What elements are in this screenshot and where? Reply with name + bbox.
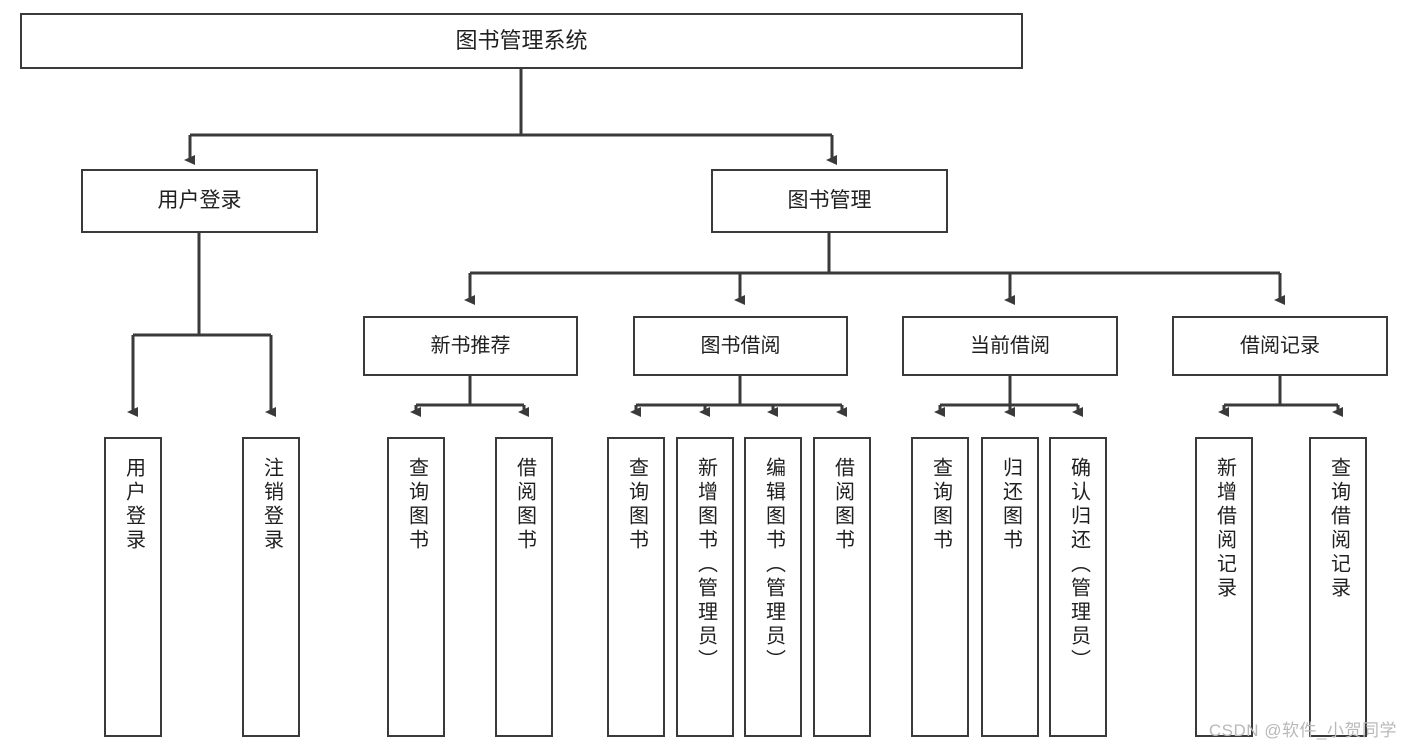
node-label: 新书推荐	[430, 334, 511, 357]
leaf-user-login-login[interactable]: 用户登录	[104, 437, 162, 737]
node-label: 当前借阅	[970, 334, 1050, 357]
leaf-book-borrow-edit-book-admin[interactable]: 编辑图书（管理员）	[744, 437, 802, 737]
node-book-management[interactable]: 图书管理	[711, 169, 948, 233]
leaf-book-borrow-borrow-book[interactable]: 借阅图书	[813, 437, 871, 737]
node-label: 注销登录	[260, 457, 283, 553]
node-current-borrow[interactable]: 当前借阅	[902, 316, 1118, 376]
node-label: 新增借阅记录	[1213, 457, 1236, 601]
node-book-borrow[interactable]: 图书借阅	[633, 316, 848, 376]
leaf-borrow-record-query-record[interactable]: 查询借阅记录	[1309, 437, 1367, 737]
node-root-system[interactable]: 图书管理系统	[20, 13, 1023, 69]
leaf-book-borrow-query-book[interactable]: 查询图书	[607, 437, 665, 737]
node-label: 确认归还（管理员）	[1067, 457, 1090, 673]
node-label: 借阅记录	[1240, 334, 1320, 357]
node-label: 借阅图书	[831, 457, 854, 553]
node-label: 用户登录	[122, 457, 145, 553]
node-label: 用户登录	[157, 188, 242, 212]
leaf-borrow-record-add-record[interactable]: 新增借阅记录	[1195, 437, 1253, 737]
node-label: 查询图书	[625, 457, 648, 553]
leaf-current-borrow-confirm-return-admin[interactable]: 确认归还（管理员）	[1049, 437, 1107, 737]
leaf-book-borrow-add-book-admin[interactable]: 新增图书（管理员）	[676, 437, 734, 737]
leaf-new-book-borrow-book[interactable]: 借阅图书	[495, 437, 553, 737]
node-user-login[interactable]: 用户登录	[81, 169, 318, 233]
node-label: 查询借阅记录	[1327, 457, 1350, 601]
node-label: 借阅图书	[513, 457, 536, 553]
node-label: 图书管理	[787, 188, 872, 212]
leaf-current-borrow-query-book[interactable]: 查询图书	[911, 437, 969, 737]
watermark: CSDN @软件_小贺同学	[1208, 721, 1397, 740]
node-label: 编辑图书（管理员）	[762, 457, 785, 673]
node-new-book-recommend[interactable]: 新书推荐	[363, 316, 578, 376]
node-borrow-record[interactable]: 借阅记录	[1172, 316, 1388, 376]
leaf-current-borrow-return-book[interactable]: 归还图书	[981, 437, 1039, 737]
node-label: 新增图书（管理员）	[694, 457, 717, 673]
node-label: 查询图书	[405, 457, 428, 553]
node-label: 图书管理系统	[455, 28, 588, 54]
leaf-user-login-logout[interactable]: 注销登录	[242, 437, 300, 737]
node-label: 归还图书	[999, 457, 1022, 553]
node-label: 图书借阅	[700, 334, 781, 357]
node-label: 查询图书	[929, 457, 952, 553]
leaf-new-book-query-book[interactable]: 查询图书	[387, 437, 445, 737]
